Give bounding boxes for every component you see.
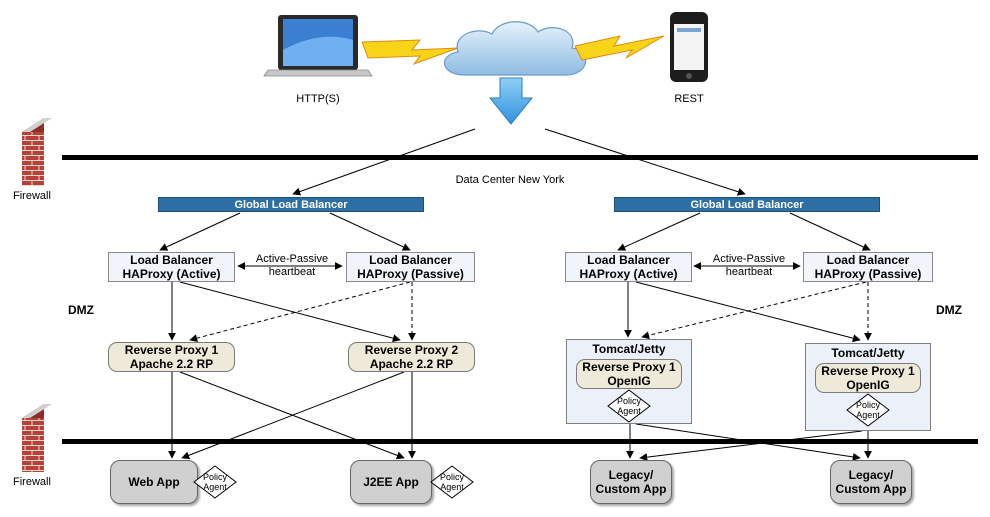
- heartbeat-line1: Active-Passive: [712, 253, 786, 265]
- rp-line2: Apache 2.2 RP: [129, 357, 214, 371]
- datacenter-label: Data Center New York: [455, 174, 565, 186]
- dmz-right-label: DMZ: [936, 303, 962, 317]
- connector: [635, 423, 861, 461]
- lb-line1: Load Balancer: [826, 253, 910, 267]
- lb-line2: HAProxy (Passive): [357, 267, 464, 281]
- legacy-custom-app-1: Legacy/ Custom App: [590, 460, 672, 504]
- firewall-line-bottom: [62, 439, 978, 444]
- agent-line1: Policy: [616, 396, 641, 406]
- policy-agent-container-2: Policy Agent: [846, 393, 890, 427]
- client-rest-label: REST: [674, 93, 704, 105]
- app-line1: Legacy/: [848, 468, 894, 482]
- connector: [544, 128, 746, 196]
- client-http-label: HTTP(S): [296, 93, 340, 105]
- load-balancer-passive-left: Load Balancer HAProxy (Passive): [346, 252, 475, 282]
- firewall-icon: [22, 404, 52, 472]
- load-balancer-passive-right: Load Balancer HAProxy (Passive): [803, 252, 933, 282]
- reverse-proxy-openig-2: Reverse Proxy 1 OpenIG: [815, 363, 921, 393]
- heartbeat-line1: Active-Passive: [255, 253, 329, 265]
- gslb-label: Global Load Balancer: [234, 198, 348, 211]
- dmz-left-label: DMZ: [68, 303, 94, 317]
- lb-line1: Load Balancer: [587, 253, 670, 267]
- agent-line1: Policy: [202, 472, 227, 482]
- firewall-line-top: [62, 155, 978, 160]
- agent-line2: Agent: [440, 482, 464, 492]
- lb-line1: Load Balancer: [130, 253, 213, 267]
- rp-line1: Reverse Proxy 1: [124, 343, 219, 357]
- reverse-proxy-2-left: Reverse Proxy 2 Apache 2.2 RP: [348, 342, 475, 372]
- container-title: Tomcat/Jetty: [831, 346, 905, 360]
- heartbeat-label-right: Active-Passive heartbeat: [713, 253, 785, 279]
- firewall-bottom-label: Firewall: [13, 476, 51, 488]
- app-line2: Custom App: [595, 482, 667, 496]
- rp-line2: OpenIG: [846, 378, 890, 392]
- rp-line2: OpenIG: [607, 374, 651, 388]
- download-arrow-icon: [488, 77, 534, 125]
- connector: [789, 212, 871, 251]
- connector: [181, 371, 405, 460]
- connector: [617, 212, 701, 251]
- lb-line2: HAProxy (Active): [122, 267, 221, 281]
- agent-line1: Policy: [855, 400, 880, 410]
- connector: [639, 430, 863, 462]
- global-load-balancer-right: Global Load Balancer: [614, 197, 880, 212]
- global-load-balancer-left: Global Load Balancer: [158, 197, 424, 212]
- heartbeat-label-left: Active-Passive heartbeat: [256, 253, 328, 279]
- rp-line1: Reverse Proxy 1: [582, 360, 676, 374]
- rp-line2: Apache 2.2 RP: [369, 357, 454, 371]
- connector: [159, 212, 241, 251]
- app-line2: Custom App: [835, 482, 907, 496]
- lightning-icon: [361, 39, 459, 66]
- connector: [292, 128, 476, 196]
- app-line1: Legacy/: [608, 468, 654, 482]
- j2ee-app: J2EE App: [350, 460, 432, 504]
- gslb-label: Global Load Balancer: [690, 198, 804, 211]
- agent-line1: Policy: [439, 472, 464, 482]
- heartbeat-line2: heartbeat: [268, 266, 316, 278]
- reverse-proxy-openig-1: Reverse Proxy 1 OpenIG: [576, 359, 682, 389]
- app-label: J2EE App: [363, 475, 419, 489]
- load-balancer-active-right: Load Balancer HAProxy (Active): [565, 252, 692, 282]
- connector: [329, 212, 411, 251]
- policy-agent-web-app: Policy Agent: [193, 465, 237, 499]
- policy-agent-container-1: Policy Agent: [607, 389, 651, 423]
- firewall-icon: [22, 118, 52, 186]
- heartbeat-line2: heartbeat: [725, 266, 773, 278]
- container-title: Tomcat/Jetty: [592, 342, 666, 356]
- cloud-icon: [443, 21, 587, 76]
- reverse-proxy-1-left: Reverse Proxy 1 Apache 2.2 RP: [108, 342, 235, 372]
- load-balancer-active-left: Load Balancer HAProxy (Active): [108, 252, 235, 282]
- agent-line2: Agent: [203, 482, 227, 492]
- lb-line2: HAProxy (Active): [579, 267, 678, 281]
- lb-line1: Load Balancer: [369, 253, 452, 267]
- firewall-top-label: Firewall: [13, 190, 51, 202]
- app-label: Web App: [128, 475, 180, 489]
- connector-passive: [189, 281, 411, 343]
- lb-line2: HAProxy (Passive): [814, 267, 922, 281]
- connector-passive: [641, 281, 867, 340]
- agent-line2: Agent: [856, 410, 880, 420]
- rp-line1: Reverse Proxy 1: [821, 364, 915, 378]
- smartphone-icon: [670, 12, 708, 82]
- connector: [179, 281, 401, 343]
- agent-line2: Agent: [617, 406, 641, 416]
- web-app: Web App: [110, 460, 198, 504]
- legacy-custom-app-2: Legacy/ Custom App: [830, 460, 912, 504]
- laptop-icon: [263, 15, 373, 77]
- policy-agent-j2ee-app: Policy Agent: [430, 465, 474, 499]
- lightning-icon: [574, 35, 665, 61]
- rp-line1: Reverse Proxy 2: [364, 343, 459, 357]
- tomcat-container-2: Tomcat/Jetty Reverse Proxy 1 OpenIG: [805, 343, 931, 431]
